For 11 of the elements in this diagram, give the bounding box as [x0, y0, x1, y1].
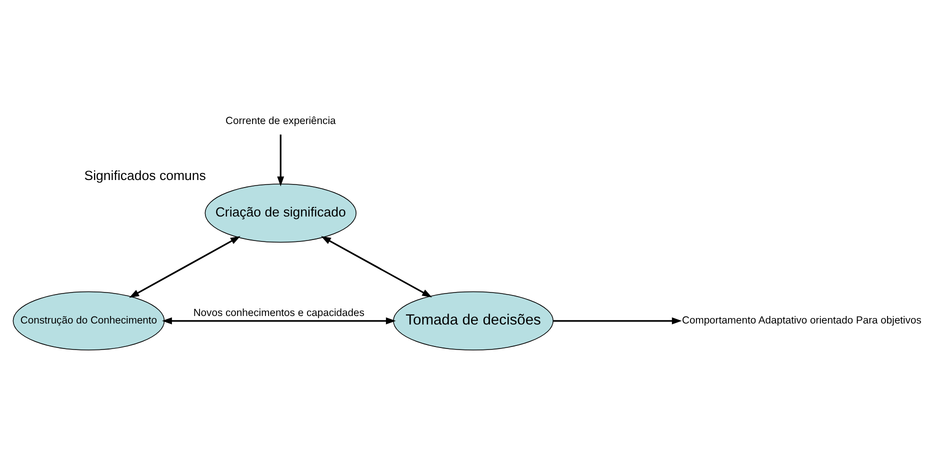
node-text: Comportamento Adaptativo orientado Para objetivos	[682, 316, 921, 327]
arrow	[552, 317, 682, 324]
node-ellipse: Tomada de decisões	[392, 291, 553, 350]
arrow	[320, 236, 432, 298]
node-text: Corrente de experiência	[225, 116, 336, 127]
node-ellipse: Construção do Conhecimento	[12, 291, 164, 350]
arrow	[128, 236, 240, 298]
edge-label: Novos conhecimentos e capacidades	[192, 308, 364, 319]
node-label: Significados comuns	[84, 168, 206, 183]
arrow	[162, 317, 396, 324]
arrow	[276, 134, 284, 186]
